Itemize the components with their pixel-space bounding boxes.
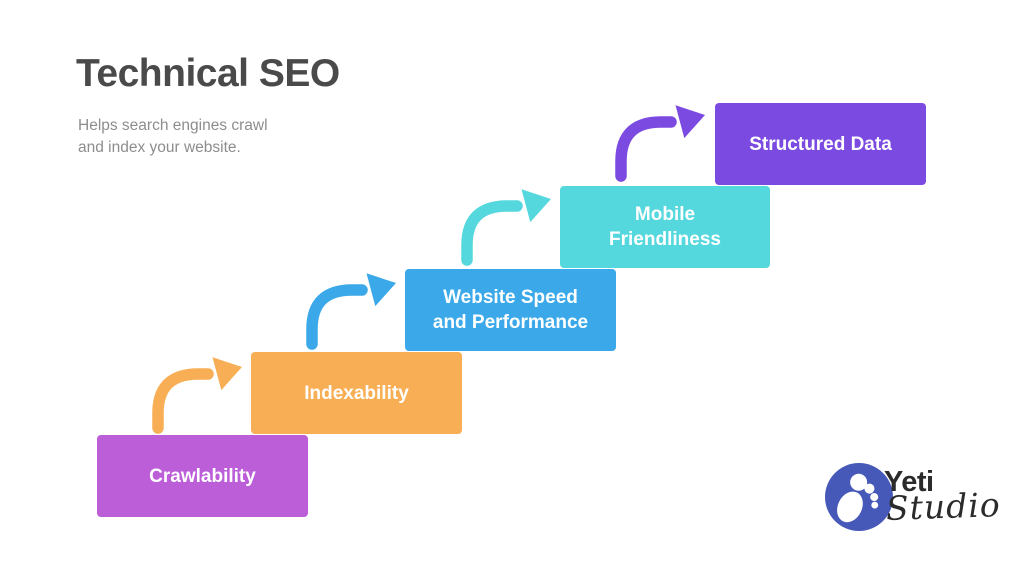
curved-arrow-icon — [461, 189, 551, 266]
page-title: Technical SEO — [76, 52, 340, 95]
curved-arrow-icon — [306, 273, 396, 350]
subtitle-line-2: and index your website. — [78, 139, 241, 156]
step-crawlability: Crawlability — [97, 435, 308, 517]
step-mobile-friendliness: Mobile Friendliness — [560, 186, 770, 268]
subtitle-line-1: Helps search engines crawl — [78, 117, 268, 134]
brand-name-bottom: Studio — [885, 485, 1002, 528]
page-subtitle: Helps search engines crawl and index you… — [78, 115, 268, 159]
step-structured-data: Structured Data — [715, 103, 926, 185]
step-label-line-1: Mobile — [634, 204, 696, 225]
step-label: Structured Data — [749, 133, 892, 155]
step-label-line-1: Website Speed — [443, 287, 578, 308]
curved-arrow-icon — [152, 357, 242, 434]
step-website-speed-and-performance: Website Speed and Performance — [405, 269, 616, 351]
step-label-line-2: and Performance — [432, 312, 589, 333]
brand-name-top: Yeti — [884, 466, 934, 498]
step-label-line-2: Friendliness — [609, 229, 721, 250]
step-label: Crawlability — [149, 465, 256, 487]
curved-arrow-icon — [615, 105, 705, 182]
footprint-icon — [825, 463, 893, 531]
brand-logo: Yeti Studio — [824, 460, 1004, 540]
step-label: Indexability — [304, 382, 409, 404]
step-indexability: Indexability — [251, 352, 462, 434]
